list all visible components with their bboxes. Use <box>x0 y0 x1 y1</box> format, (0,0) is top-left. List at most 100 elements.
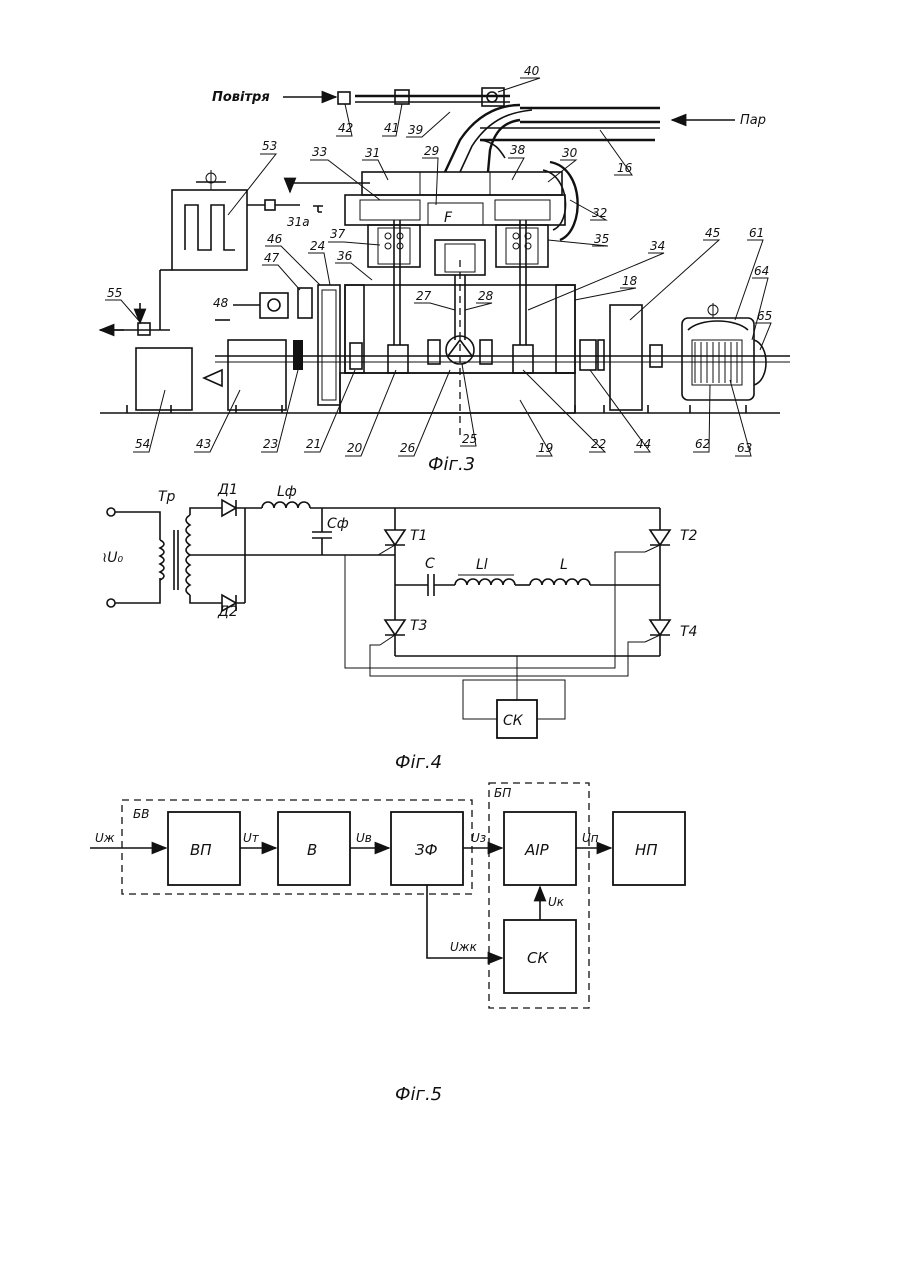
svg-text:64: 64 <box>754 264 769 278</box>
svg-text:Uз: Uз <box>471 831 486 845</box>
gate-wire-t3-t2 <box>370 642 645 676</box>
l-label: L <box>560 557 568 573</box>
crankcase-left-wall <box>345 285 364 373</box>
gear-47 <box>298 288 312 318</box>
svg-text:Uп: Uп <box>582 831 599 845</box>
primary-winding <box>160 540 164 580</box>
transformer-label: Тр <box>158 489 176 505</box>
center-cylinder-bore <box>445 244 475 272</box>
svg-text:22: 22 <box>591 437 606 451</box>
sk-label: СК <box>503 713 524 729</box>
svg-text:СК: СК <box>527 949 549 967</box>
t3-label: Т3 <box>410 618 427 634</box>
generator-61 <box>682 318 754 400</box>
central-chamber-F <box>428 203 483 225</box>
svg-text:48: 48 <box>213 296 229 310</box>
t1-label: Т1 <box>410 528 427 544</box>
d1-label: Д1 <box>217 482 238 498</box>
svg-text:26: 26 <box>400 441 416 455</box>
svg-text:61: 61 <box>749 226 764 240</box>
heater-coil <box>185 205 235 250</box>
svg-text:НП: НП <box>635 841 658 859</box>
svg-text:54: 54 <box>135 437 150 451</box>
cf-label: Сф <box>327 516 349 532</box>
group-bp-label: БП <box>494 786 511 800</box>
inductor-l1 <box>455 579 515 585</box>
inductor-l <box>530 579 590 585</box>
svg-text:19: 19 <box>538 441 553 455</box>
svg-text:39: 39 <box>408 123 423 137</box>
label-F: F <box>444 210 453 226</box>
svg-text:40: 40 <box>524 64 540 78</box>
vent-31a <box>313 206 323 212</box>
fig4-caption: Фіг.4 <box>395 752 442 773</box>
crank-web-left <box>428 340 440 364</box>
svg-text:53: 53 <box>262 139 277 153</box>
svg-text:33: 33 <box>312 145 327 159</box>
right-valve-springs <box>513 233 531 249</box>
upper-distributor <box>362 172 562 195</box>
cam-22 <box>513 345 533 373</box>
svg-text:28: 28 <box>478 289 494 303</box>
svg-text:30: 30 <box>562 146 578 160</box>
tank-54 <box>136 348 192 410</box>
fig3-caption: Фіг.3 <box>428 454 475 475</box>
terminal-top <box>107 508 115 516</box>
l1-label: Ll <box>476 557 488 573</box>
gate-wire-t1-t4 <box>345 552 645 668</box>
svg-text:47: 47 <box>264 251 280 265</box>
lf-label: Lф <box>277 484 297 500</box>
svg-text:46: 46 <box>267 232 283 246</box>
svg-text:24: 24 <box>310 239 325 253</box>
base-19 <box>340 373 575 413</box>
right-cylinder-35 <box>496 225 548 267</box>
right-valve-chamber <box>495 200 550 220</box>
figure-4-circuit: ≀U₀ Тр Д1 Д2 Lф Сф Т1 <box>102 482 698 773</box>
t2-label: Т2 <box>680 528 698 544</box>
cam-20 <box>388 345 408 373</box>
crankcase-right-wall <box>556 285 575 373</box>
svg-text:В: В <box>307 841 317 859</box>
svg-text:37: 37 <box>330 227 346 241</box>
d2-label: Д2 <box>217 604 238 620</box>
figure-3-machine: F Повітря Пар <box>100 64 790 475</box>
t4-label: Т4 <box>680 624 697 640</box>
svg-text:Uк: Uк <box>548 895 565 909</box>
svg-text:Uж: Uж <box>95 831 115 845</box>
figure-5-block-diagram: БВ БП ВП В ЗФ АІР НП СК Uж Uт Uв Uз Uп U… <box>90 783 685 1105</box>
source-label: ≀U₀ <box>102 550 123 566</box>
generator-support-45 <box>610 305 642 410</box>
fig3-leader-lines <box>105 78 771 456</box>
svg-text:45: 45 <box>705 226 720 240</box>
crank-web-right <box>480 340 492 364</box>
fig3-reference-numbers: 40 42 41 39 16 53 33 31 29 38 30 31а 32 … <box>107 64 772 455</box>
svg-text:29: 29 <box>424 144 439 158</box>
svg-text:АІР: АІР <box>524 841 550 859</box>
gear-housing-24 <box>318 285 340 405</box>
svg-text:36: 36 <box>337 249 353 263</box>
thyristor-t2 <box>650 530 670 545</box>
svg-text:23: 23 <box>263 437 278 451</box>
thyristor-t3 <box>385 620 405 635</box>
left-valve-chamber <box>360 200 420 220</box>
svg-text:Uжк: Uжк <box>450 940 478 954</box>
thyristor-t4 <box>650 620 670 635</box>
svg-text:62: 62 <box>695 437 710 451</box>
svg-text:Uв: Uв <box>356 831 372 845</box>
mounting-feet <box>127 405 746 413</box>
svg-text:43: 43 <box>196 437 211 451</box>
air-valve-42 <box>338 92 350 104</box>
group-bv-label: БВ <box>133 807 149 821</box>
coupling-44 <box>580 340 596 370</box>
fig5-caption: Фіг.5 <box>395 1084 442 1105</box>
svg-text:55: 55 <box>107 286 122 300</box>
svg-text:ВП: ВП <box>190 841 212 859</box>
svg-text:31а: 31а <box>287 215 310 229</box>
terminal-bottom <box>107 599 115 607</box>
exhaust-duct-32 <box>550 162 578 240</box>
svg-text:18: 18 <box>622 274 638 288</box>
svg-text:38: 38 <box>510 143 526 157</box>
svg-text:34: 34 <box>650 239 665 253</box>
svg-text:ЗФ: ЗФ <box>415 841 438 859</box>
